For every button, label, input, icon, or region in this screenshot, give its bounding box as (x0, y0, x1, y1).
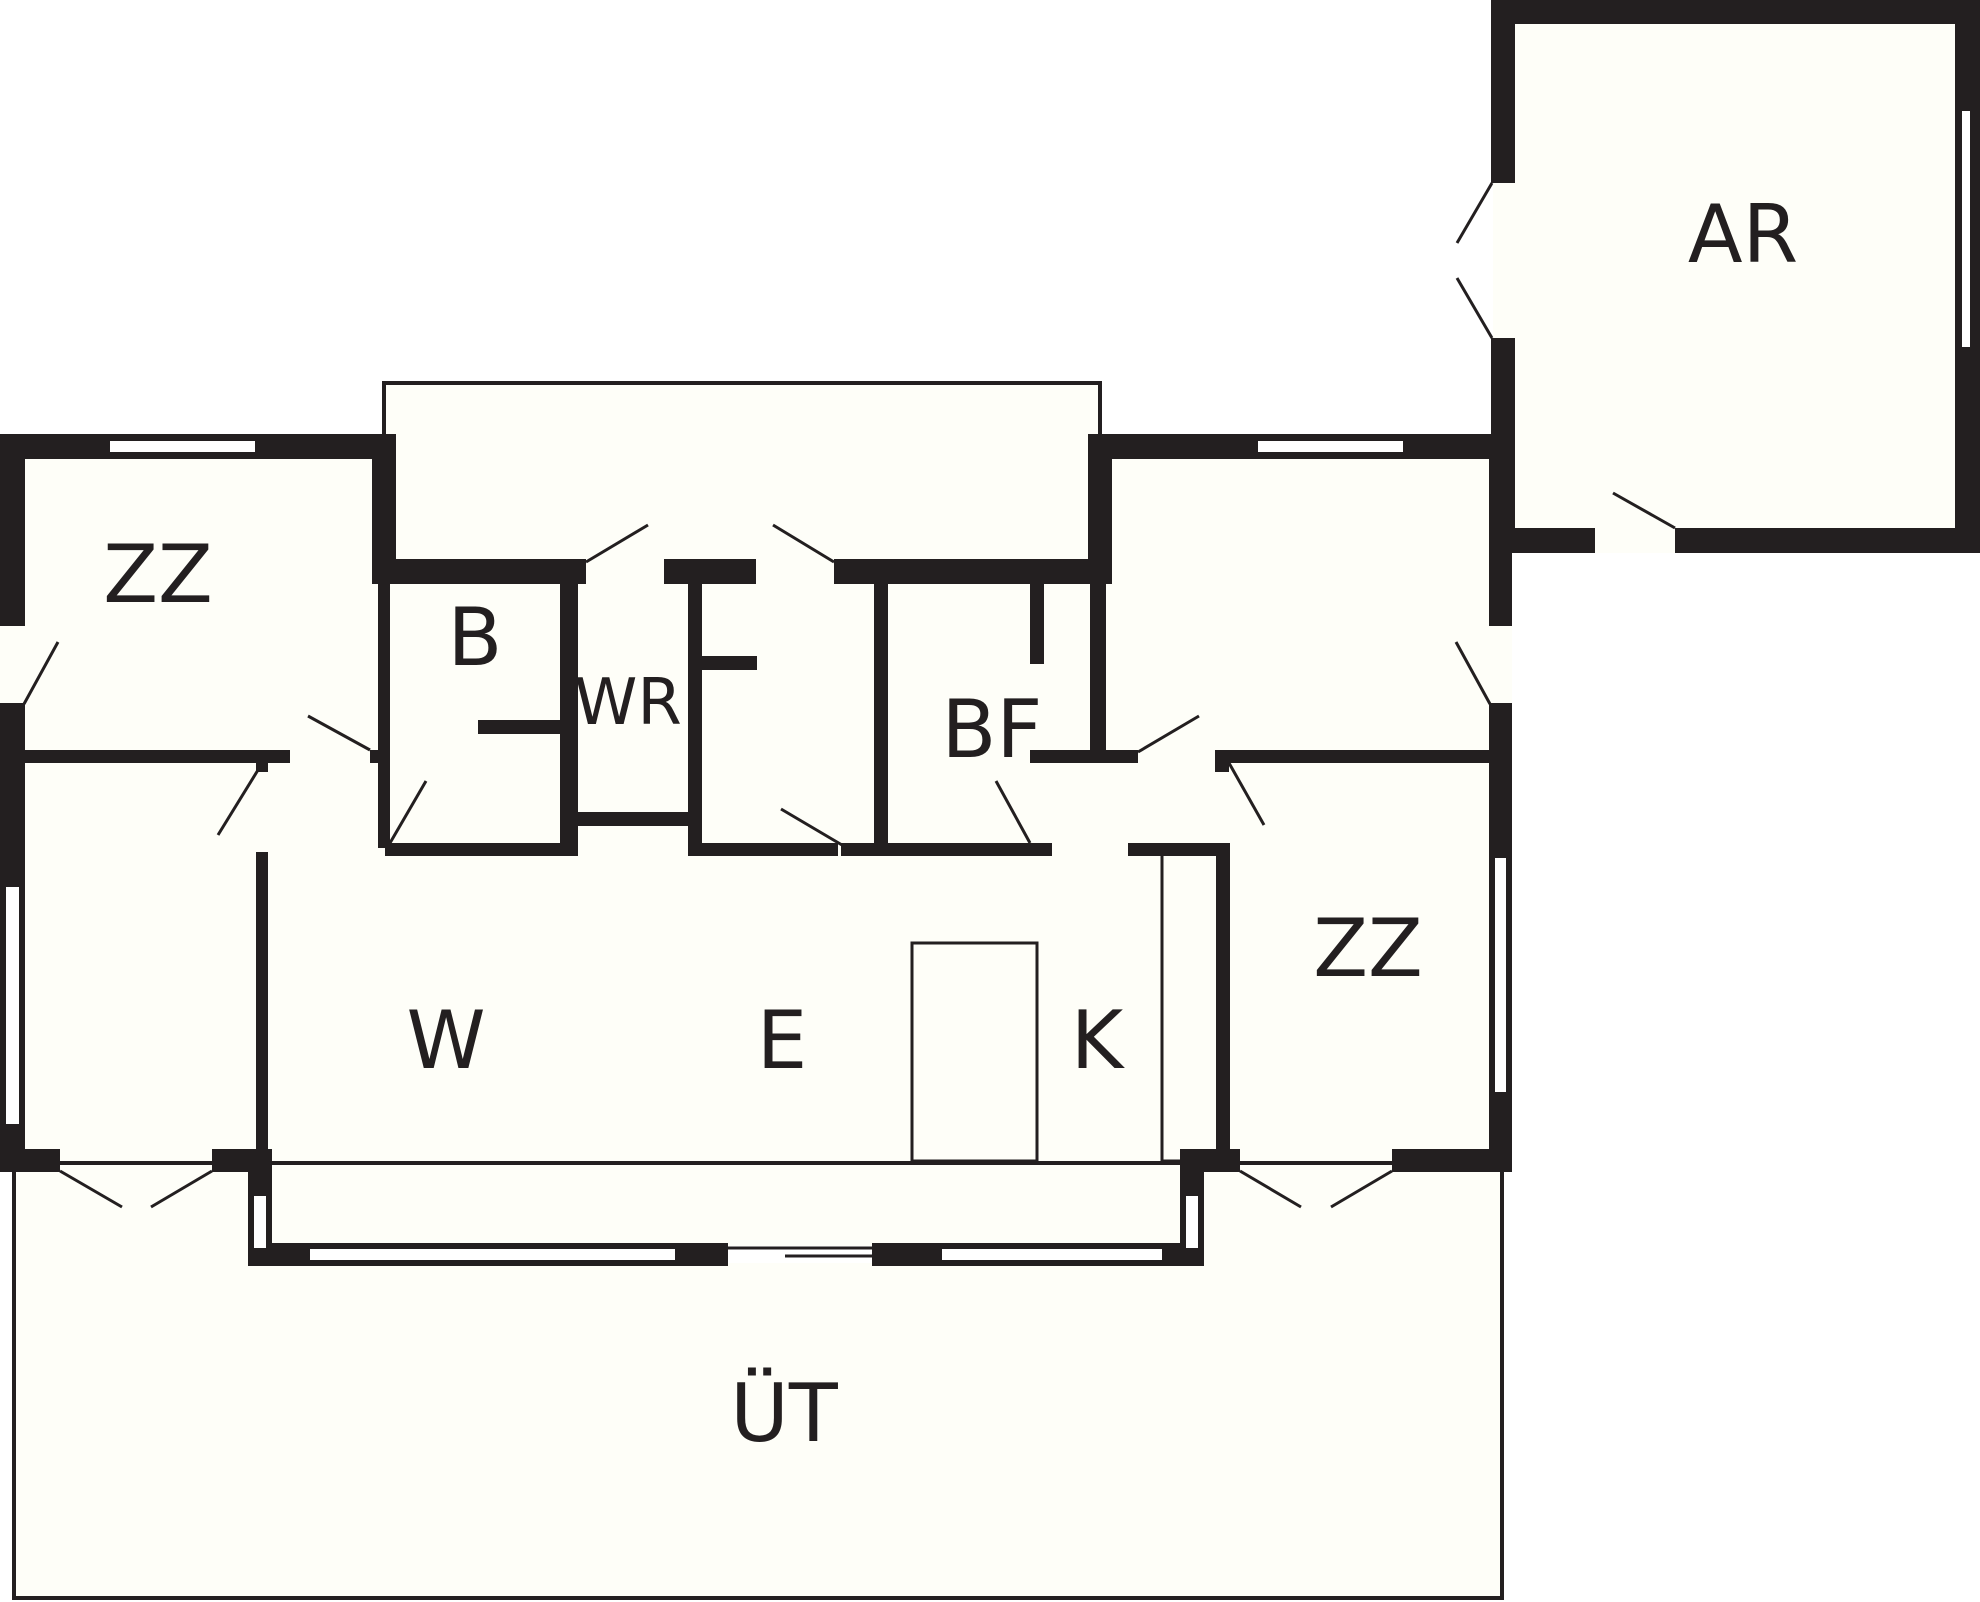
door-storage (780, 807, 843, 847)
label-zz-left: ZZ (103, 528, 213, 621)
door-terrace-left-a (59, 1169, 123, 1209)
window-living-south-right (942, 1249, 1162, 1260)
window-bay-right (1186, 1196, 1198, 1248)
door-living-hall (216, 769, 260, 836)
window-bay-left (254, 1196, 266, 1248)
door-terrace-left-b (150, 1169, 213, 1209)
label-zz-right: ZZ (1313, 902, 1423, 995)
door-boiler (994, 780, 1032, 844)
window-living-south-left (310, 1249, 675, 1260)
ar-door-west-lower (1455, 277, 1494, 339)
room-labels: AR ZZ B WR BF W E K ZZ ÜT (103, 188, 1798, 1460)
door-swings (22, 523, 1492, 1209)
kitchen-fixtures (910, 856, 1182, 1163)
label-dining: E (757, 994, 808, 1087)
label-kitchen: K (1071, 994, 1126, 1087)
door-bath (388, 780, 428, 844)
ar-window-east (1961, 110, 1971, 348)
main-house-floor (0, 434, 1512, 1172)
rear-annex-floor (384, 382, 1100, 442)
label-bath: B (448, 591, 503, 684)
terrace-outline (12, 1161, 1504, 1600)
ar-floor (1493, 0, 1980, 553)
window-west (6, 887, 19, 1124)
door-annex-left (585, 523, 649, 564)
door-annex-right (772, 523, 835, 564)
door-zz-right-hall (1227, 762, 1266, 826)
interior-walls (22, 559, 1505, 1150)
window-zz-left-north (110, 441, 255, 452)
kitchen-island (910, 941, 1039, 1163)
ar-building (1455, 0, 1980, 553)
door-terrace-right-b (1330, 1169, 1393, 1209)
ar-door-south (1612, 491, 1676, 530)
door-zz-right-north (1137, 714, 1200, 754)
ar-door-west-upper (1455, 182, 1494, 244)
door-terrace-right-a (1239, 1169, 1302, 1209)
label-living: W (406, 994, 485, 1087)
door-zz-left-hall (307, 714, 371, 752)
window-zz-right-north (1258, 441, 1403, 452)
window-east (1495, 858, 1506, 1092)
label-ar: AR (1688, 188, 1798, 281)
label-boiler: BF (942, 683, 1043, 776)
label-terrace: ÜT (730, 1367, 839, 1460)
door-zz-left-west (22, 641, 60, 705)
label-wc: WR (574, 666, 682, 740)
windows (6, 441, 1506, 1263)
door-zz-right-east (1454, 641, 1492, 705)
kitchen-counter (1160, 856, 1182, 1163)
rear-annex (382, 381, 1102, 434)
